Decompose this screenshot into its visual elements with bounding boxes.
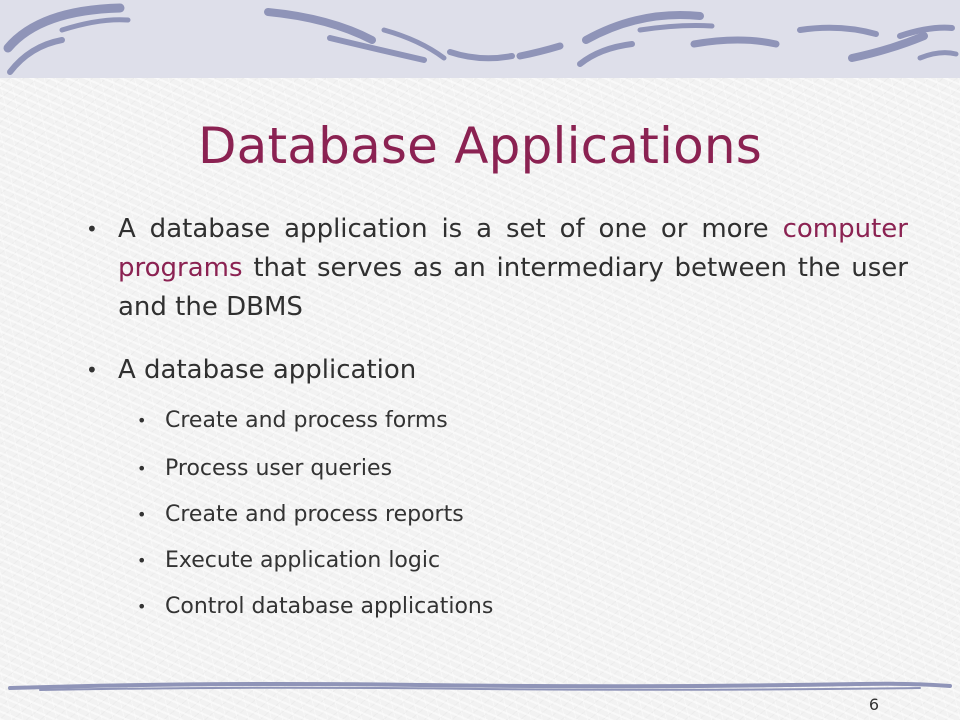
bullet-dot-icon: • — [86, 217, 98, 241]
sub-item-text: Control database applications — [165, 594, 494, 619]
brush-line-decoration — [8, 681, 952, 691]
sub-item: • Create and process forms — [137, 406, 448, 436]
page-number: 6 — [868, 695, 880, 714]
bullet-text-before: A database application is a set of one o… — [118, 214, 769, 244]
sub-item: • Process user queries — [137, 454, 393, 484]
sub-item: • Create and process reports — [137, 500, 464, 530]
sub-item: • Execute application logic — [137, 546, 441, 576]
highlight-computer-programs: computer programs — [118, 214, 908, 283]
sub-item-text: Create and process reports — [165, 502, 464, 527]
top-decorative-band — [0, 0, 960, 78]
sub-bullet-dot-icon: • — [137, 597, 147, 616]
bullet-definition: • A database application is a set of one… — [86, 210, 908, 327]
bullet-text-after: that serves as an intermediary between t… — [118, 253, 908, 322]
sub-item-text: Process user queries — [165, 456, 393, 481]
bottom-decorative-rule — [0, 676, 960, 696]
sub-item-text: Execute application logic — [165, 548, 441, 573]
sub-item: • Control database applications — [137, 592, 494, 622]
brush-stroke-decoration — [3, 3, 959, 75]
slide-title: Database Applications — [197, 117, 763, 175]
sub-bullet-dot-icon: • — [137, 459, 147, 478]
sub-item-text: Create and process forms — [165, 408, 448, 433]
bullet-text: A database application — [118, 355, 417, 385]
bullet-database-application: • A database application — [86, 351, 908, 390]
sub-bullet-dot-icon: • — [137, 411, 147, 430]
bullet-dot-icon: • — [86, 358, 98, 382]
sub-bullet-dot-icon: • — [137, 505, 147, 524]
sub-bullet-dot-icon: • — [137, 551, 147, 570]
